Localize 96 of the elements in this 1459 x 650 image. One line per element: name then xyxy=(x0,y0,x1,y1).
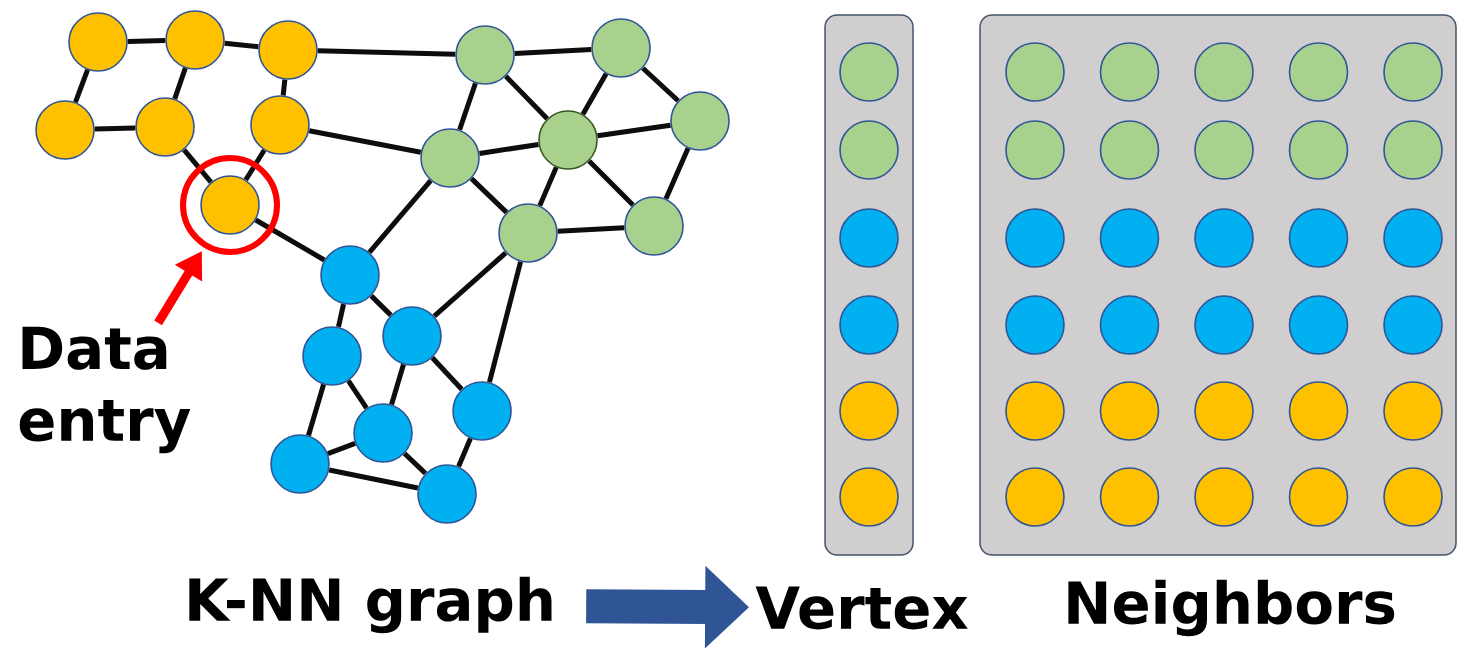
graph-edge xyxy=(597,122,671,139)
graph-edge xyxy=(557,225,625,234)
graph-node xyxy=(1288,381,1349,441)
text-label: Data entry xyxy=(19,326,191,454)
graph-edge xyxy=(243,148,267,182)
graph-edge xyxy=(127,38,166,44)
graph-edge xyxy=(430,356,464,391)
graph-node xyxy=(839,295,899,355)
graph-node xyxy=(670,91,730,151)
graph-node xyxy=(1383,208,1443,268)
text-label: K-NN graph xyxy=(189,576,552,634)
graph-node xyxy=(839,208,899,268)
graph-node xyxy=(1099,381,1160,441)
graph-edge xyxy=(641,66,680,103)
graph-edge xyxy=(306,383,326,437)
graph-node xyxy=(1005,208,1065,268)
graph-node xyxy=(624,196,684,256)
graph-node xyxy=(1383,295,1443,355)
graph-node xyxy=(452,381,512,441)
graph-edge xyxy=(479,142,539,156)
graph-node xyxy=(538,110,598,170)
graph-node xyxy=(1383,42,1443,102)
graph-node xyxy=(200,175,260,235)
graph-node xyxy=(382,306,442,366)
graph-edge xyxy=(402,451,428,476)
graph-node xyxy=(839,120,899,180)
graph-node xyxy=(1005,295,1065,355)
graph-node xyxy=(455,25,515,85)
graph-edge xyxy=(487,261,523,383)
graph-edge xyxy=(456,437,473,468)
graph-node xyxy=(1005,42,1065,102)
graph-edge xyxy=(308,128,422,155)
graph-node xyxy=(250,95,310,155)
graph-node xyxy=(1194,120,1254,180)
graph-node xyxy=(1005,120,1065,180)
graph-node xyxy=(417,464,477,524)
graph-node xyxy=(1288,120,1349,180)
graph-edge xyxy=(346,379,369,410)
graph-node xyxy=(165,10,225,70)
graph-node xyxy=(591,18,651,78)
graph-edge xyxy=(389,363,406,406)
graph-node xyxy=(1288,42,1349,102)
graph-node xyxy=(1194,467,1254,527)
graph-node xyxy=(1288,295,1349,355)
graph-node xyxy=(35,100,95,160)
graph-node xyxy=(1383,467,1443,527)
graph-edge xyxy=(328,467,419,491)
graph-edge xyxy=(172,67,188,100)
panel-title: Neighbors xyxy=(1068,579,1395,637)
graph-edge xyxy=(369,294,393,317)
graph-node xyxy=(1005,381,1065,441)
graph-edge xyxy=(457,82,478,131)
graph-node xyxy=(1383,120,1443,180)
graph-edge xyxy=(94,125,136,132)
graph-node xyxy=(1005,467,1065,527)
graph-node xyxy=(420,128,480,188)
graph-edge xyxy=(469,176,509,215)
graph-node xyxy=(839,467,899,527)
graph-node xyxy=(68,12,128,72)
graph-node xyxy=(1194,295,1254,355)
graph-edge xyxy=(336,303,346,328)
graph-node xyxy=(258,20,318,80)
panel-title: Vertex xyxy=(755,586,968,630)
graph-node xyxy=(839,381,899,441)
graph-edge xyxy=(224,40,259,50)
graph-node xyxy=(1194,208,1254,268)
graph-node xyxy=(1099,295,1160,355)
graph-edge xyxy=(73,69,90,103)
graph-edge xyxy=(280,79,288,96)
graph-node xyxy=(302,326,362,386)
graph-edge xyxy=(537,166,559,207)
graph-node xyxy=(1099,120,1160,180)
graph-node xyxy=(1194,381,1254,441)
graph-edge xyxy=(580,72,609,116)
graph-edge xyxy=(587,159,635,207)
graph-edge xyxy=(367,179,433,254)
graph-node xyxy=(135,97,195,157)
graph-node xyxy=(353,403,413,463)
graph-edge xyxy=(432,250,508,319)
graph-edge xyxy=(317,48,456,57)
graph-node xyxy=(1194,42,1254,102)
graph-node xyxy=(1383,381,1443,441)
graph-node xyxy=(1288,467,1349,527)
graph-node xyxy=(1099,42,1160,102)
graph-edge xyxy=(514,47,592,56)
graph-node xyxy=(270,434,330,494)
graph-edge xyxy=(663,147,691,200)
graph-node xyxy=(1099,208,1160,268)
graph-node xyxy=(839,42,899,102)
graph-node xyxy=(498,203,558,263)
graph-node xyxy=(320,245,380,305)
graph-node xyxy=(1099,467,1160,527)
graph-edge xyxy=(254,217,326,263)
graph-edge xyxy=(327,441,356,456)
graph-node xyxy=(1288,208,1349,268)
graph-edge xyxy=(504,74,549,121)
